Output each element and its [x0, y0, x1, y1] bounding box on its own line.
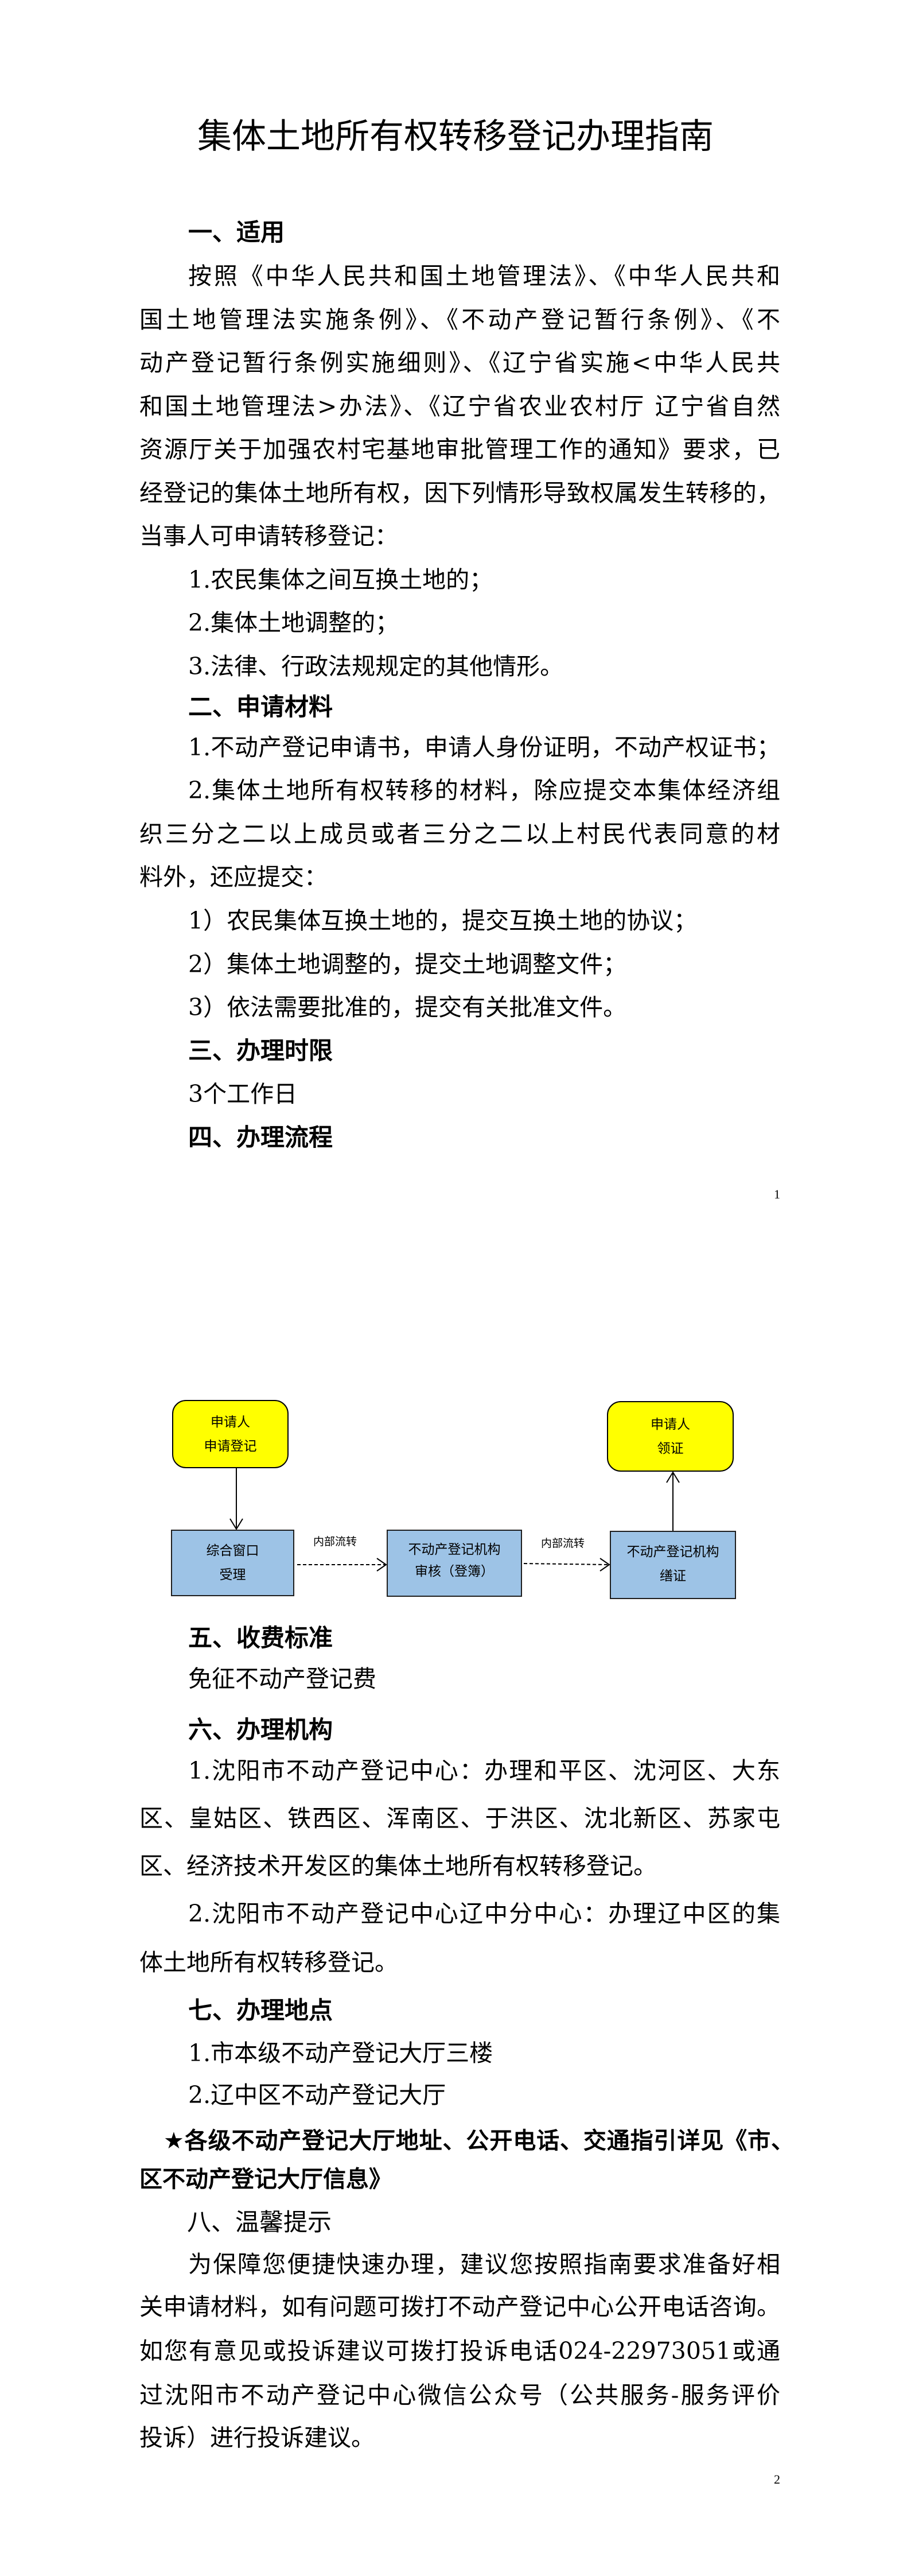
dashed-arrow-review-to-issue	[523, 1558, 610, 1572]
paragraph-line: 为保障您便捷快速办理，建议您按照指南要求准备好相	[188, 2251, 780, 2278]
paragraph-line: 投诉）进行投诉建议。	[139, 2424, 375, 2451]
paragraph-line: 料外，还应提交：	[139, 863, 328, 891]
page-number-2: 2	[774, 2472, 780, 2486]
list-item: 2.辽中区不动产登记大厅	[188, 2081, 446, 2109]
list-item: 2）集体土地调整的，提交土地调整文件；	[188, 951, 627, 978]
flow-end-applicant-receive: 申请人 领证	[607, 1401, 734, 1472]
paragraph-line: 区、皇姑区、铁西区、浑南区、于洪区、沈北新区、苏家屯	[139, 1805, 780, 1832]
paragraph-line: 过沈阳市不动产登记中心微信公众号（公共服务-服务评价	[139, 2381, 780, 2409]
paragraph-line: 织三分之二以上成员或者三分之二以上村民代表同意的材	[139, 820, 780, 848]
list-item: 1.农民集体之间互换土地的；	[188, 566, 493, 593]
flow-step-review-register: 不动产登记机构 审核（登簿）	[387, 1530, 522, 1597]
flow-step2-line-1: 不动产登记机构	[408, 1542, 501, 1557]
paragraph-line: 动产登记暂行条例实施细则》、《辽宁省实施<中华人民共	[139, 349, 780, 377]
fees-text: 免征不动产登记费	[188, 1665, 376, 1693]
paragraph-line: 1.不动产登记申请书，申请人身份证明，不动产权证书；	[188, 734, 780, 761]
flow-step-issue-certificate: 不动产登记机构 缮证	[610, 1531, 736, 1599]
paragraph-line: 2.沈阳市不动产登记中心辽中分中心：办理辽中区的集	[188, 1900, 780, 1927]
flow-internal-transfer-label-1: 内部流转	[313, 1535, 357, 1548]
paragraph-line: 关申请材料，如有问题可拨打不动产登记中心公开电话咨询。	[139, 2293, 780, 2321]
flow-start-line-1: 申请人	[211, 1414, 250, 1430]
arrow-up-to-receive	[666, 1471, 680, 1531]
list-item: 3.法律、行政法规规定的其他情形。	[188, 653, 564, 680]
time-limit-text: 3个工作日	[188, 1080, 298, 1108]
section-heading-time-limit: 三、办理时限	[188, 1037, 333, 1065]
section-heading-applicability: 一、适用	[188, 218, 285, 246]
flow-step3-line-1: 不动产登记机构	[626, 1545, 719, 1559]
dashed-arrow-window-to-review	[297, 1558, 387, 1572]
flow-end-line-2: 领证	[657, 1441, 684, 1456]
section-heading-locations: 七、办理地点	[188, 1996, 333, 2024]
flow-step-window-accept: 综合窗口 受理	[171, 1530, 294, 1596]
hall-info-note: ★各级不动产登记大厅地址、公开电话、交通指引详见《市、	[163, 2128, 794, 2154]
arrow-down-to-window	[229, 1468, 243, 1530]
section-heading-process: 四、办理流程	[188, 1123, 333, 1151]
flow-end-line-1: 申请人	[651, 1417, 690, 1432]
flow-step1-line-1: 综合窗口	[206, 1543, 259, 1558]
paragraph-line: 国土地管理法实施条例》、《不动产登记暂行条例》、《不	[139, 306, 780, 333]
paragraph-line: 按照《中华人民共和国土地管理法》、《中华人民共和	[188, 262, 780, 290]
section-heading-fees: 五、收费标准	[188, 1624, 333, 1652]
document-title: 集体土地所有权转移登记办理指南	[197, 117, 714, 157]
section-heading-tips: 八、温馨提示	[187, 2208, 332, 2236]
list-item: 2.集体土地调整的；	[188, 609, 399, 637]
flow-step1-line-2: 受理	[219, 1568, 246, 1582]
paragraph-line: 资源厅关于加强农村宅基地审批管理工作的通知》要求，已	[139, 436, 780, 463]
page-number-1: 1	[774, 1187, 780, 1201]
list-item: 1）农民集体互换土地的，提交互换土地的协议；	[188, 907, 698, 934]
hall-info-note: 区不动产登记大厅信息》	[139, 2166, 392, 2193]
section-heading-agencies: 六、办理机构	[188, 1716, 333, 1744]
flow-step3-line-2: 缮证	[660, 1569, 686, 1584]
section-heading-materials: 二、申请材料	[188, 693, 333, 721]
paragraph-line: 区、经济技术开发区的集体土地所有权转移登记。	[139, 1852, 657, 1880]
paragraph-line: 经登记的集体土地所有权，因下列情形导致权属发生转移的，	[139, 479, 780, 507]
flow-start-applicant-apply: 申请人 申请登记	[172, 1400, 289, 1468]
paragraph-line: 1.沈阳市不动产登记中心：办理和平区、沈河区、大东	[188, 1757, 780, 1784]
paragraph-line: 当事人可申请转移登记：	[139, 522, 398, 550]
paragraph-line: 如您有意见或投诉建议可拨打投诉电话024-22973051或通	[139, 2337, 780, 2365]
paragraph-line: 和国土地管理法>办法》、《辽宁省农业农村厅 辽宁省自然	[139, 393, 780, 420]
flow-start-line-2: 申请登记	[204, 1438, 257, 1454]
list-item: 3）依法需要批准的，提交有关批准文件。	[188, 994, 627, 1021]
paragraph-line: 2.集体土地所有权转移的材料，除应提交本集体经济组	[188, 777, 780, 804]
flow-internal-transfer-label-2: 内部流转	[541, 1537, 585, 1550]
paragraph-line: 体土地所有权转移登记。	[139, 1949, 398, 1976]
list-item: 1.市本级不动产登记大厅三楼	[188, 2039, 493, 2067]
flow-step2-line-2: 审核（登簿）	[415, 1564, 494, 1579]
